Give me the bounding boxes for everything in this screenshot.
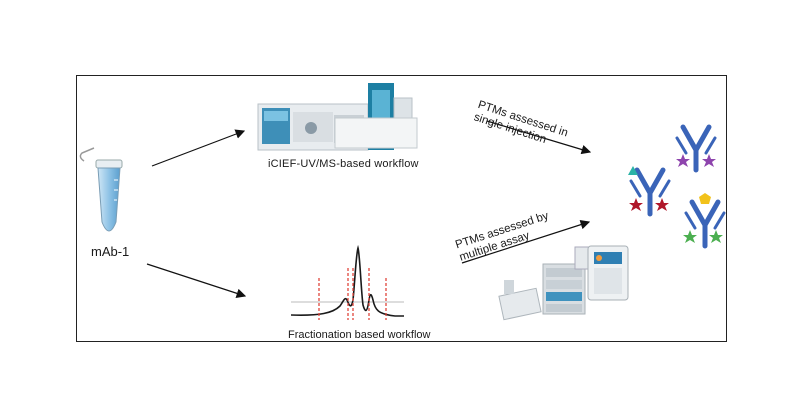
arrow-to-iclef — [151, 129, 246, 167]
sample-label: mAb-1 — [91, 244, 130, 259]
ptm-stars-icon — [628, 154, 723, 243]
arrow-to-fractionation — [146, 263, 247, 298]
antibody-group-icon — [629, 124, 726, 249]
iclef-instrument-icon — [257, 83, 418, 151]
multi-assay-instruments-icon — [498, 245, 629, 321]
arrow-multiple-assay — [461, 220, 591, 264]
electropherogram-plot — [290, 244, 404, 320]
fractionation-workflow-label: Fractionation based workflow — [288, 329, 431, 341]
sample-tube-icon — [79, 147, 123, 232]
iclef-workflow-label: iCIEF-UV/MS-based workflow — [268, 158, 419, 170]
arrow-single-injection — [486, 120, 592, 155]
